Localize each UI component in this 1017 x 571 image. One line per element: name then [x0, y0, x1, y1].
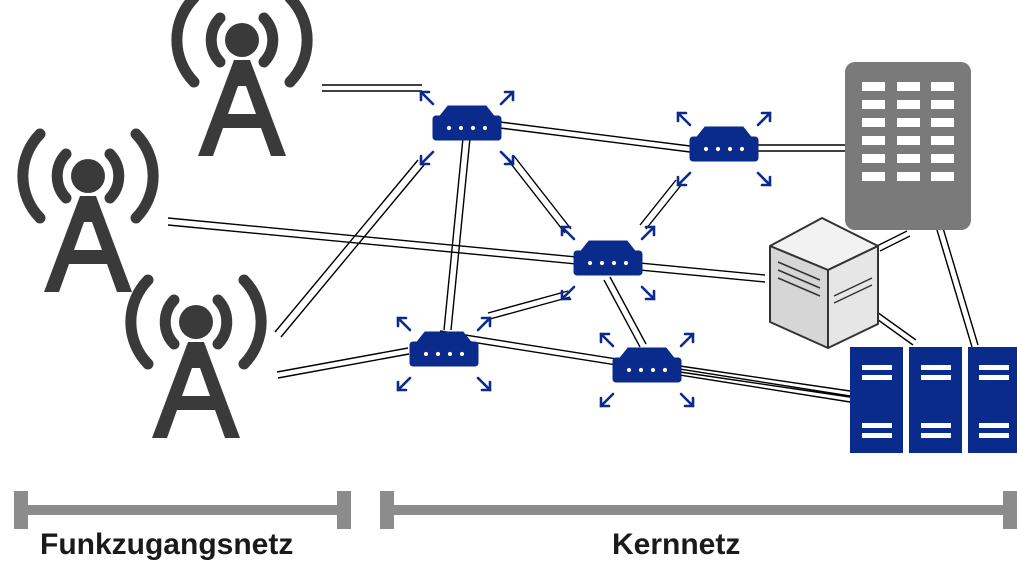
link [322, 84, 422, 92]
link [443, 137, 471, 331]
link [274, 159, 425, 338]
link [876, 230, 911, 252]
server-icon [769, 217, 879, 349]
link [167, 217, 766, 283]
link [507, 155, 572, 234]
router-icon [419, 90, 515, 166]
link [758, 144, 845, 152]
core-network-bracket [380, 491, 1017, 529]
core-network-label: Kernnetz [612, 528, 741, 561]
radio-tower-icon [131, 280, 261, 438]
router-icon [599, 332, 695, 408]
access-network-label: Funkzugangsnetz [40, 528, 294, 561]
link [487, 290, 571, 320]
link [679, 365, 851, 398]
link [936, 227, 979, 348]
link [639, 179, 683, 230]
link [276, 347, 410, 379]
radio-tower-icon [177, 0, 307, 156]
radio-tower-icon [23, 134, 153, 292]
link [603, 276, 647, 348]
router-icon [676, 111, 772, 187]
access-network-bracket [14, 491, 351, 529]
link [499, 121, 691, 153]
network-links [167, 84, 979, 403]
server-icon [850, 347, 1017, 453]
link [873, 311, 917, 346]
server-icon [845, 62, 971, 230]
